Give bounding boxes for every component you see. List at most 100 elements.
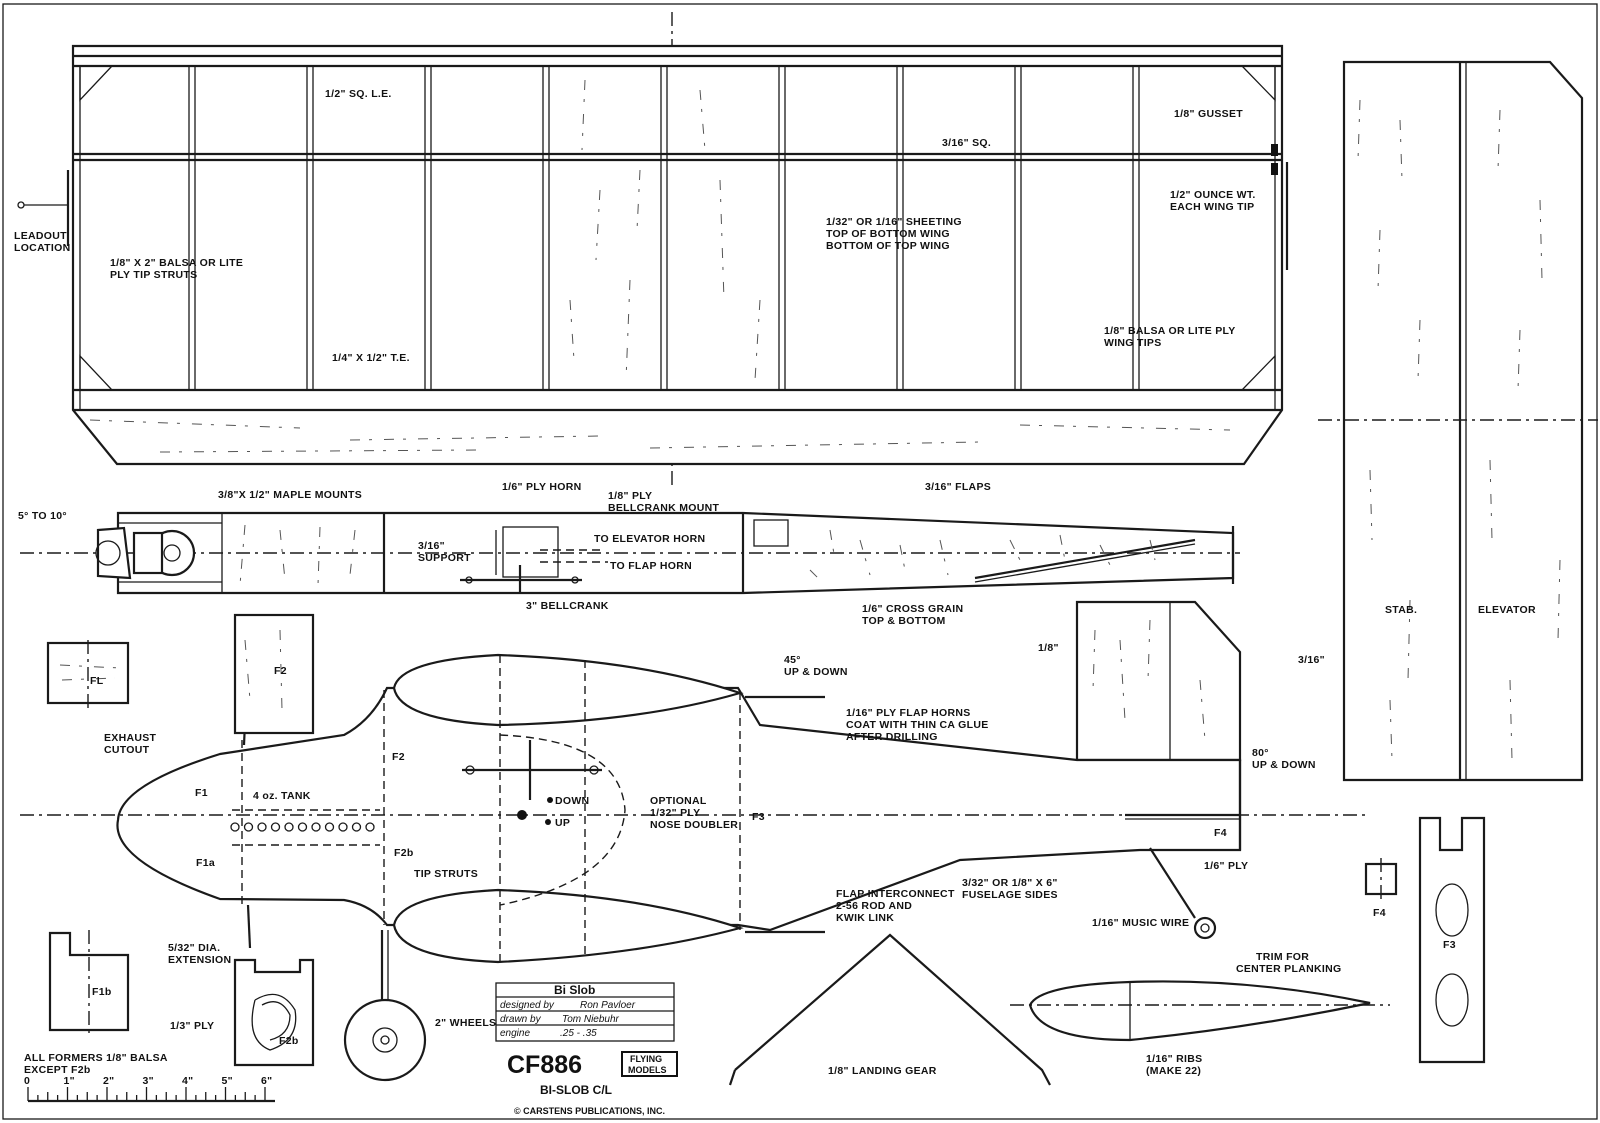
- ruler-label: 2": [103, 1075, 114, 1087]
- fuselage-top-view: [20, 511, 1240, 595]
- former-f2b-label: F2b: [394, 847, 414, 859]
- fuel-port: [297, 822, 308, 832]
- fuel-port: [270, 822, 281, 832]
- wing-plan: [17, 44, 1289, 466]
- trim-label-1: TRIM FOR: [1256, 951, 1309, 963]
- to-elevator-label: TO ELEVATOR HORN: [594, 533, 705, 545]
- former-f1b-part-label: F1b: [92, 986, 112, 998]
- extension-label-1: 5/32" DIA.: [168, 942, 220, 954]
- leadout-label-1: LEADOUT: [14, 230, 67, 242]
- exhaust-label-1: EXHAUST: [104, 732, 157, 744]
- wing-tip-weight: [1271, 144, 1278, 156]
- ribs-label-1: 1/16" RIBS: [1146, 1053, 1202, 1065]
- designed-label: designed by: [500, 1000, 555, 1011]
- ply13-label: 1/3" PLY: [170, 1020, 214, 1032]
- wing-rib-station: [424, 65, 432, 391]
- support-label-1: 3/16": [418, 540, 445, 552]
- engine-value: .25 - .35: [560, 1028, 597, 1039]
- leadout-label-2: LOCATION: [14, 242, 70, 254]
- stab-label: STAB.: [1385, 604, 1417, 616]
- former-f2b: [233, 958, 315, 1067]
- te-label: 1/4" X 1/2" T.E.: [332, 352, 410, 364]
- flap-horns-label-3: AFTER DRILLING: [846, 731, 938, 743]
- wing-rib-station: [1132, 65, 1140, 391]
- fuel-port: [351, 822, 362, 832]
- wing-rib-station: [188, 65, 196, 391]
- former-f3-label: F3: [752, 811, 765, 823]
- tank-label: 4 oz. TANK: [253, 790, 311, 802]
- badge-line-1: FLYING: [630, 1054, 662, 1064]
- extension-label-2: EXTENSION: [168, 954, 231, 966]
- gusset-label: 1/8" GUSSET: [1174, 108, 1243, 120]
- ruler-label: 3": [143, 1075, 154, 1087]
- engine-label: engine: [500, 1028, 530, 1039]
- nose-doubler-label-1: OPTIONAL: [650, 795, 707, 807]
- fuel-port: [284, 822, 294, 832]
- ruler-label: 6": [261, 1075, 272, 1087]
- bellcrank-label: 3" BELLCRANK: [526, 600, 609, 612]
- copyright: © CARSTENS PUBLICATIONS, INC.: [514, 1106, 665, 1116]
- ply-horn-label: 1/6" PLY HORN: [502, 481, 582, 493]
- elevator-label: ELEVATOR: [1478, 604, 1536, 616]
- former-f3-f4: [1364, 816, 1486, 1064]
- ruler-label: 1": [64, 1075, 75, 1087]
- former-fl: [46, 640, 130, 708]
- formers-note-1: ALL FORMERS 1/8" BALSA: [24, 1052, 168, 1064]
- fuselage-side-view: [20, 600, 1370, 1082]
- ruler-label: 0: [24, 1075, 30, 1087]
- support-label-2: SUPPORT: [418, 552, 471, 564]
- sheeting-label-2: TOP OF BOTTOM WING: [826, 228, 950, 240]
- bellcrank-mount-label-2: BELLCRANK MOUNT: [608, 502, 720, 514]
- spar-label: 3/16" SQ.: [942, 137, 991, 149]
- music-wire-label: 1/16" MUSIC WIRE: [1092, 917, 1189, 929]
- fuel-port: [257, 822, 267, 832]
- wing-rib-station: [778, 65, 786, 391]
- wing-rib-station: [1014, 65, 1022, 391]
- fuel-port: [230, 822, 240, 832]
- ruler-label: 5": [222, 1075, 233, 1087]
- drafter: Tom Niebuhr: [562, 1014, 620, 1025]
- stab-elevator-plan: [1318, 60, 1598, 782]
- fuel-port: [338, 822, 348, 832]
- flap-inter-label-1: FLAP INTERCONNECT: [836, 888, 955, 900]
- former-f3-part-label: F3: [1443, 939, 1456, 951]
- wing-rib-station: [896, 65, 904, 391]
- title-block-name: Bi Slob: [554, 983, 595, 997]
- tip-struts2-label: TIP STRUTS: [414, 868, 478, 880]
- bellcrank-mount-label-1: 1/8" PLY: [608, 490, 652, 502]
- thrust-label: 5° TO 10°: [18, 510, 67, 522]
- ruler-label: 4": [182, 1075, 193, 1087]
- wheels-label: 2" WHEELS: [435, 1017, 496, 1029]
- ribs-label-2: (MAKE 22): [1146, 1065, 1201, 1077]
- former-f1b: [48, 930, 130, 1035]
- le-label: 1/2" SQ. L.E.: [325, 88, 392, 100]
- former-f4-label: F4: [1214, 827, 1227, 839]
- wing-tips-label-2: WING TIPS: [1104, 337, 1162, 349]
- wing-rib-station: [660, 65, 668, 391]
- wing-rib-station: [542, 65, 550, 391]
- former-f1-label: F1: [195, 787, 208, 799]
- fin-thickness-label: 1/8": [1038, 642, 1059, 654]
- sheeting-label-3: BOTTOM OF TOP WING: [826, 240, 950, 252]
- nose-doubler-label-3: NOSE DOUBLER: [650, 819, 738, 831]
- down-label: DOWN: [555, 795, 589, 807]
- fuel-port: [243, 822, 254, 832]
- fuse-sides-label-2: FUSELAGE SIDES: [962, 889, 1058, 901]
- landing-gear: [728, 933, 1051, 1086]
- wing-rib: [1010, 980, 1390, 1042]
- fuel-port: [311, 822, 321, 832]
- former-f1a-label: F1a: [196, 857, 215, 869]
- deg80-label-2: UP & DOWN: [1252, 759, 1316, 771]
- flap-inter-label-2: 2-56 ROD AND: [836, 900, 912, 912]
- cross-grain-label-2: TOP & BOTTOM: [862, 615, 946, 627]
- scale-ruler: [27, 1087, 275, 1103]
- deg80-label-1: 80°: [1252, 747, 1269, 759]
- deg45-label-1: 45°: [784, 654, 801, 666]
- stab-thickness-label: 3/16": [1298, 654, 1325, 666]
- nose-doubler-label-2: 1/32" PLY: [650, 807, 701, 819]
- ply16-label: 1/6" PLY: [1204, 860, 1248, 872]
- weight-label-1: 1/2" OUNCE WT.: [1170, 189, 1256, 201]
- flap-inter-label-3: KWIK LINK: [836, 912, 894, 924]
- fuel-port: [324, 822, 335, 832]
- wing-tips-label-1: 1/8" BALSA OR LITE PLY: [1104, 325, 1236, 337]
